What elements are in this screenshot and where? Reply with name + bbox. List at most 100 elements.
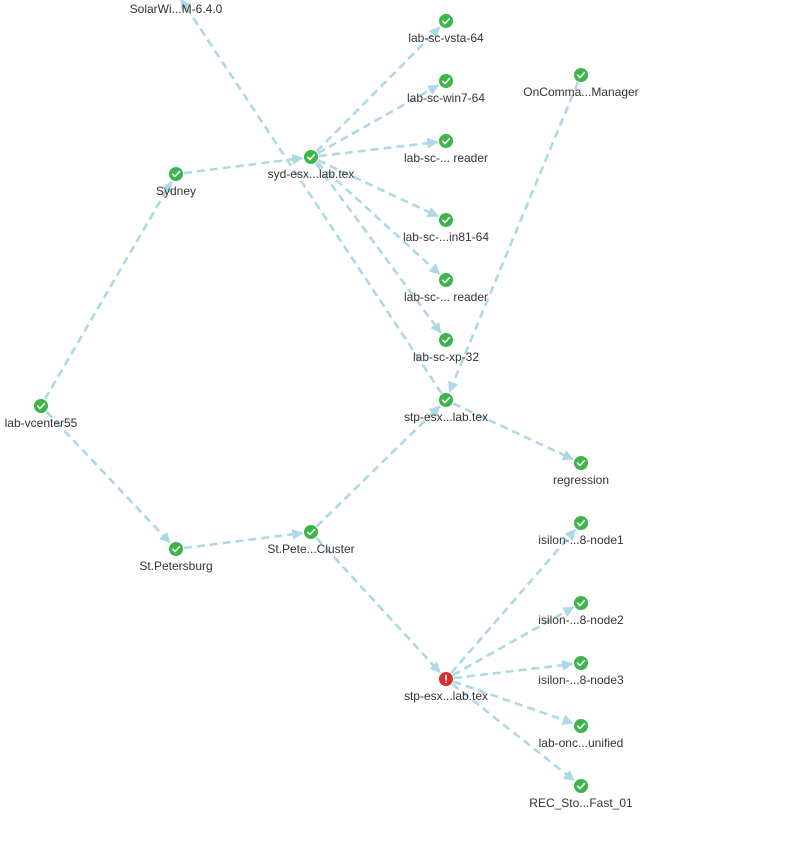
checkmark-icon: [576, 459, 586, 467]
status-ok-badge: [439, 14, 453, 28]
status-ok-badge: [574, 779, 588, 793]
node-oncommand[interactable]: OnComma...Manager: [523, 68, 639, 99]
checkmark-icon: [441, 336, 451, 344]
status-ok-badge: [574, 719, 588, 733]
status-ok-badge: [439, 393, 453, 407]
node-label: lab-sc-...in81-64: [403, 230, 489, 244]
status-ok-badge: [169, 167, 183, 181]
checkmark-icon: [441, 216, 451, 224]
edge-stpesx1-to-solarwinds: [179, 0, 443, 395]
edge-sydesx-to-reader2: [316, 161, 441, 275]
status-ok-badge: [304, 525, 318, 539]
status-ok-badge: [169, 542, 183, 556]
status-ok-badge: [574, 596, 588, 610]
status-ok-badge: [34, 399, 48, 413]
node-sydesx[interactable]: syd-esx...lab.tex: [268, 150, 355, 181]
node-sydney[interactable]: Sydney: [156, 167, 196, 198]
checkmark-icon: [576, 782, 586, 790]
node-win7[interactable]: lab-sc-win7-64: [407, 74, 485, 105]
checkmark-icon: [441, 137, 451, 145]
checkmark-icon: [576, 519, 586, 527]
node-regression[interactable]: regression: [553, 456, 609, 487]
edge-oncommand-to-stpesx1: [448, 81, 580, 393]
status-ok-badge: [439, 134, 453, 148]
edge-vcenter-to-stpete: [45, 410, 171, 544]
node-label: syd-esx...lab.tex: [268, 167, 355, 181]
node-label: isilon-...8-node2: [538, 613, 624, 627]
edge-sydney-to-sydesx: [183, 153, 304, 175]
node-isilon1[interactable]: isilon-...8-node1: [538, 516, 624, 547]
checkmark-icon: [171, 545, 181, 553]
status-ok-badge: [439, 213, 453, 227]
checkmark-icon: [306, 153, 316, 161]
checkmark-icon: [576, 659, 586, 667]
edge-vcenter-to-sydney: [43, 180, 173, 400]
status-ok-badge: [574, 516, 588, 530]
edges-layer: [43, 0, 580, 782]
status-ok-badge: [574, 456, 588, 470]
node-label: isilon-...8-node1: [538, 533, 624, 547]
node-stpesx1[interactable]: stp-esx...lab.tex: [404, 393, 488, 424]
status-ok-badge: [574, 656, 588, 670]
node-stpete[interactable]: St.Petersburg: [139, 542, 213, 573]
node-label: lab-sc-... reader: [404, 290, 488, 304]
edge-sydesx-to-vsta: [315, 26, 441, 153]
checkmark-icon: [576, 71, 586, 79]
checkmark-icon: [441, 396, 451, 404]
node-vcenter[interactable]: lab-vcenter55: [5, 399, 78, 430]
node-stpesx2[interactable]: stp-esx...lab.tex: [404, 672, 488, 703]
status-ok-badge: [304, 150, 318, 164]
edge-stpesx2-to-isilon2: [452, 606, 575, 677]
node-label: REC_Sto...Fast_01: [529, 796, 633, 810]
checkmark-icon: [36, 402, 46, 410]
node-solarwinds[interactable]: SolarWi...M-6.4.0: [130, 0, 223, 16]
node-label: stp-esx...lab.tex: [404, 689, 488, 703]
node-label: lab-onc...unified: [539, 736, 624, 750]
node-label: lab-sc-... reader: [404, 151, 488, 165]
exclamation-dot-icon: [445, 681, 447, 684]
edge-stpesx2-to-isilon3: [453, 659, 574, 680]
status-ok-badge: [439, 74, 453, 88]
edge-stpete-to-stpcluster: [183, 528, 304, 550]
node-label: lab-sc-win7-64: [407, 91, 485, 105]
nodes-layer: SolarWi...M-6.4.0 lab-sc-vsta-64 lab-sc-wi…: [5, 0, 639, 810]
edge-stpesx2-to-labonc: [453, 680, 574, 725]
checkmark-icon: [441, 276, 451, 284]
node-reader1[interactable]: lab-sc-... reader: [404, 134, 488, 165]
node-recsto[interactable]: REC_Sto...Fast_01: [529, 779, 633, 810]
node-xp32[interactable]: lab-sc-xp-32: [413, 333, 479, 364]
status-ok-badge: [439, 333, 453, 347]
node-vsta[interactable]: lab-sc-vsta-64: [408, 14, 484, 45]
edge-sydesx-to-win7: [317, 84, 440, 155]
node-reader2[interactable]: lab-sc-... reader: [404, 273, 488, 304]
node-label: stp-esx...lab.tex: [404, 410, 488, 424]
node-isilon3[interactable]: isilon-...8-node3: [538, 656, 624, 687]
checkmark-icon: [576, 599, 586, 607]
node-label: SolarWi...M-6.4.0: [130, 2, 223, 16]
node-label: Sydney: [156, 184, 196, 198]
node-label: lab-sc-xp-32: [413, 350, 479, 364]
node-labonc[interactable]: lab-onc...unified: [539, 719, 624, 750]
node-stpcluster[interactable]: St.Pete...Cluster: [267, 525, 355, 556]
checkmark-icon: [576, 722, 586, 730]
edge-stpesx2-to-isilon1: [450, 528, 577, 674]
node-label: regression: [553, 473, 609, 487]
edge-sydesx-to-win81: [317, 159, 439, 218]
node-label: St.Petersburg: [139, 559, 212, 573]
checkmark-icon: [441, 17, 451, 25]
node-isilon2[interactable]: isilon-...8-node2: [538, 596, 624, 627]
status-ok-badge: [439, 273, 453, 287]
node-label: lab-sc-vsta-64: [408, 31, 484, 45]
status-ok-badge: [574, 68, 588, 82]
node-label: isilon-...8-node3: [538, 673, 624, 687]
edge-stpesx1-to-regression: [452, 402, 574, 461]
node-label: St.Pete...Cluster: [267, 542, 354, 556]
edge-sydesx-to-reader1: [318, 137, 439, 158]
checkmark-icon: [441, 77, 451, 85]
edge-sydesx-to-xp32: [314, 162, 442, 334]
node-label: OnComma...Manager: [523, 85, 638, 99]
checkmark-icon: [171, 170, 181, 178]
node-win81[interactable]: lab-sc-...in81-64: [403, 213, 489, 244]
edge-stpcluster-to-stpesx1: [315, 405, 441, 528]
